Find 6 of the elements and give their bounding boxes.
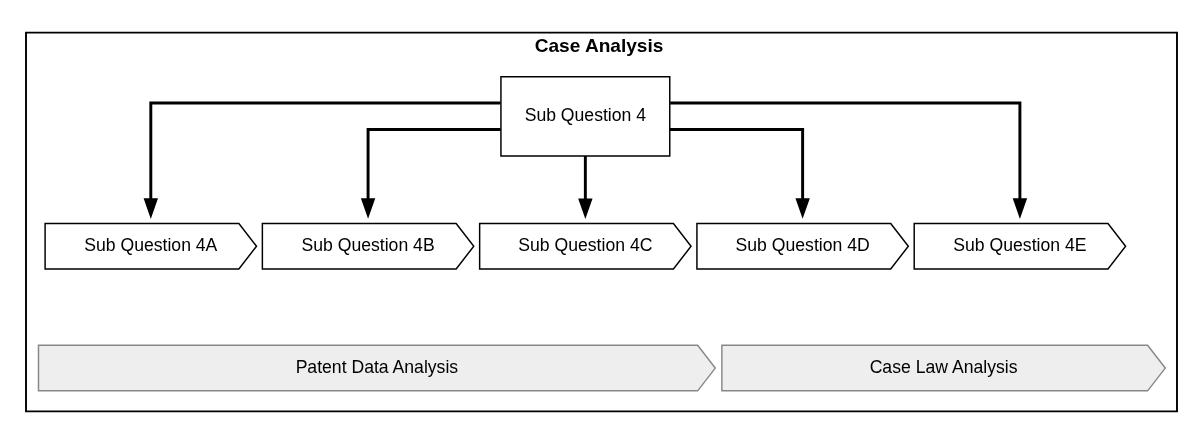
- node-box: Sub Question 4: [500, 75, 671, 157]
- arrow: [578, 155, 593, 219]
- arrow: [670, 101, 1028, 219]
- arrow: [360, 127, 501, 219]
- arrow: [669, 127, 810, 219]
- arrow: [143, 101, 501, 219]
